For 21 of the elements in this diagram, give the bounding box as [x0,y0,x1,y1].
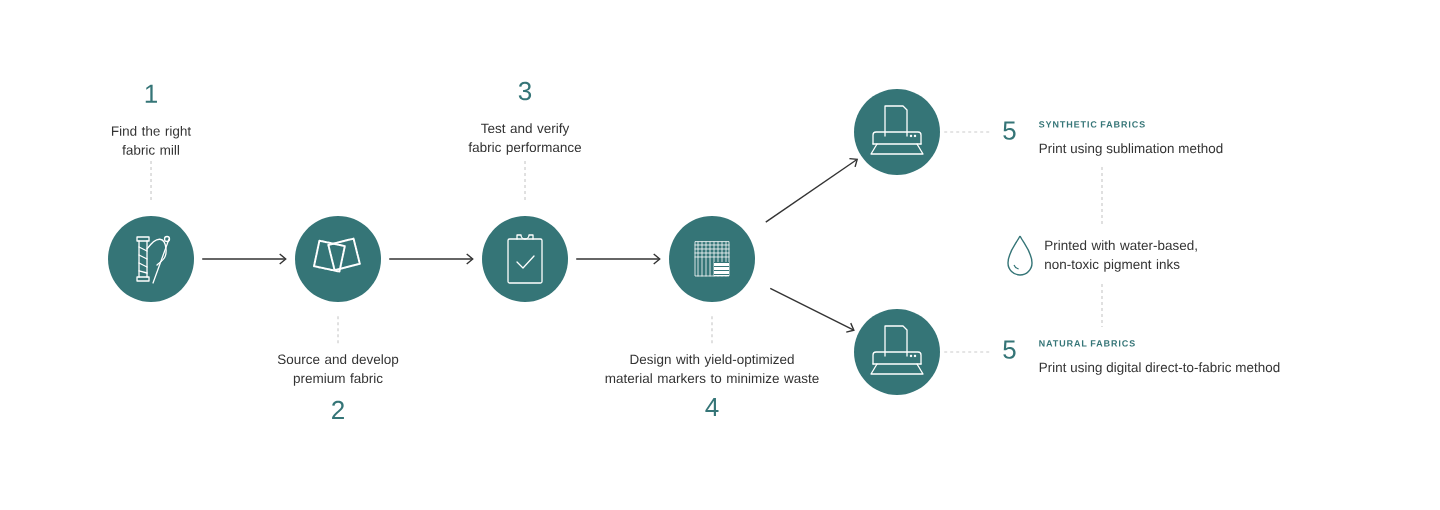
arrow [765,157,859,223]
step-number: 5 [1003,121,1016,140]
step-label: Source and develop premium fabric [277,354,399,386]
step-number: 5 [1003,340,1016,359]
step-number: 1 [145,84,157,103]
arrow [575,253,661,265]
category-heading: NATURAL FABRICS [1039,340,1135,347]
step-number: 2 [332,400,344,419]
step-number: 4 [705,398,719,416]
step-label: Design with yield-optimized material markers to minimize waste [605,354,819,384]
arrow [201,253,287,265]
step-number: 3 [518,81,532,101]
arrow [388,253,474,265]
step-label: Find the right fabric mill [112,125,192,155]
step-label: Print using sublimation method [1039,143,1223,156]
note-text: Printed with water-based, non-toxic pigment inks [1045,240,1197,272]
arrow [769,287,855,333]
category-heading: SYNTHETIC FABRICS [1038,121,1145,128]
step-label: Print using digital direct-to-fabric method [1039,362,1280,375]
leader-line [150,160,152,203]
step-label: Test and verify fabric performance [468,123,582,155]
